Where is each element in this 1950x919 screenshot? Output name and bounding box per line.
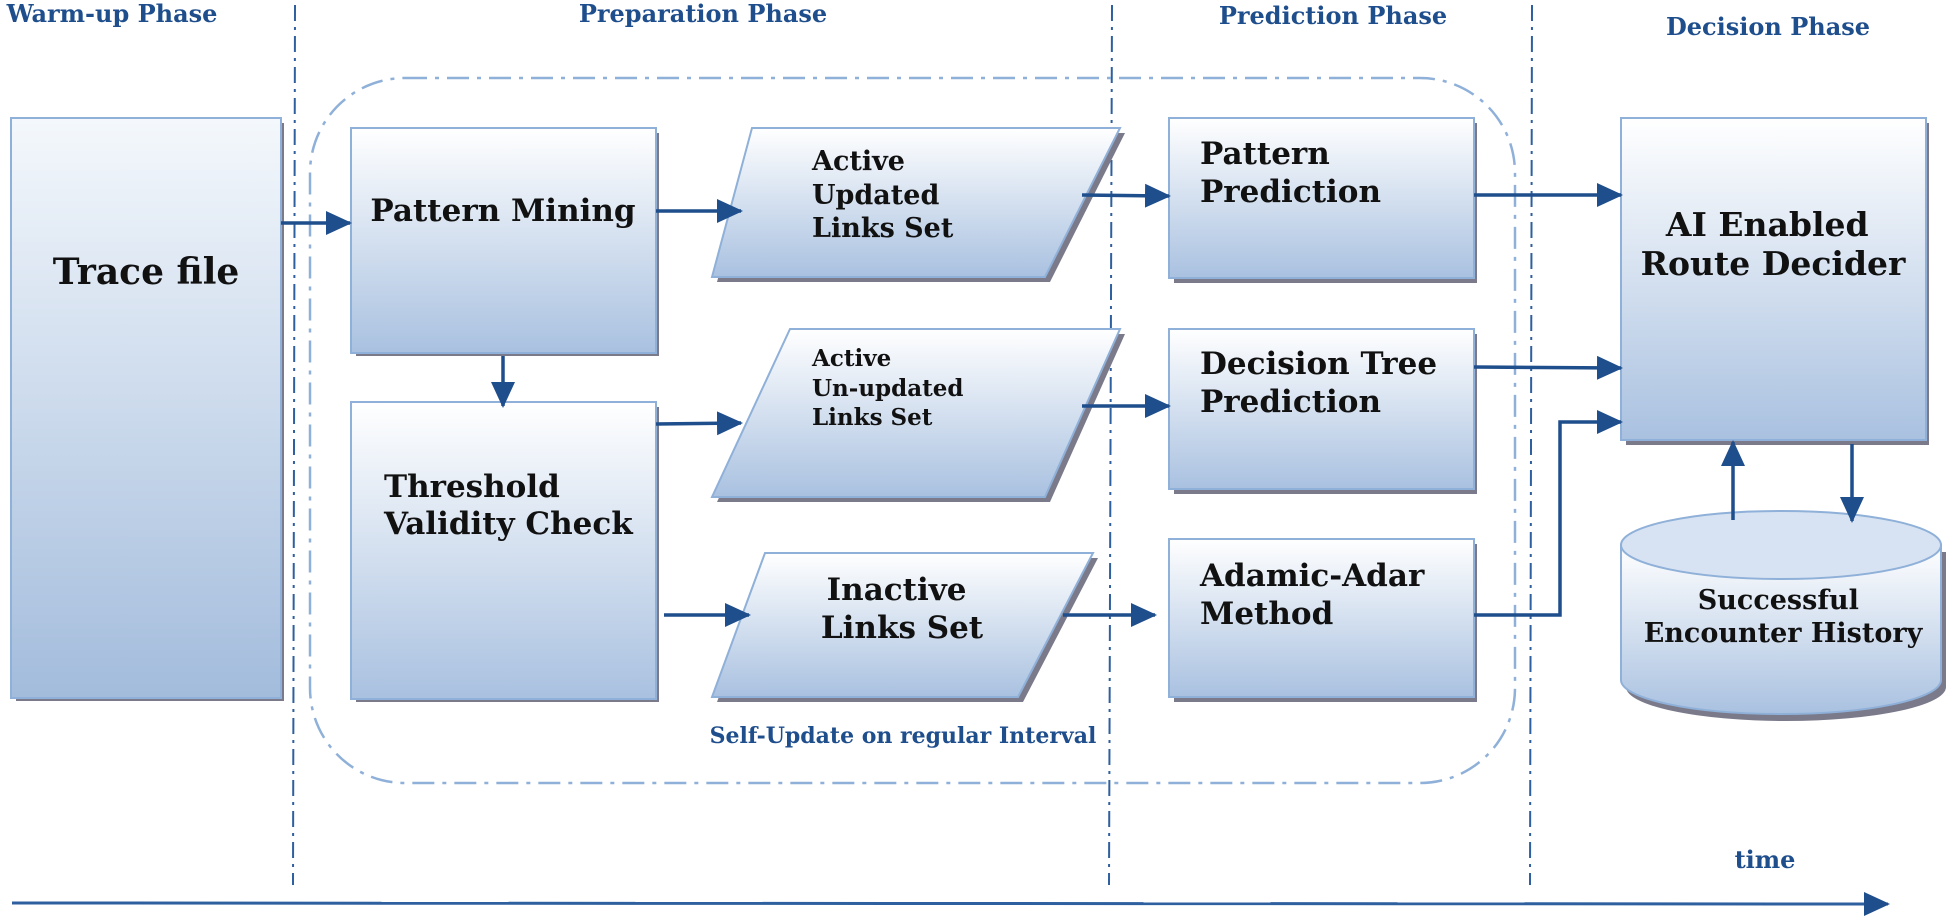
inactive-line-1: Inactive — [827, 572, 967, 608]
phase-title-preparation: Preparation Phase — [579, 0, 827, 28]
arrow-adamic-adar-to-ai — [1474, 410, 1623, 617]
active-unupdated-line-2: Un-updated — [812, 375, 963, 402]
adamic-adar-line-1: Adamic-Adar — [1199, 558, 1425, 594]
active-unupdated-links-label: Active Un-updated Links Set — [811, 345, 971, 431]
phase-title-prediction: Prediction Phase — [1219, 1, 1447, 30]
active-updated-line-2: Updated — [812, 180, 939, 211]
decision-tree-prediction-box: Decision Tree Prediction — [1168, 328, 1477, 494]
active-unupdated-line-1: Active — [811, 345, 891, 372]
threshold-line-2: Validity Check — [383, 506, 634, 542]
connector-arrows — [281, 183, 1864, 627]
pattern-mining-box: Pattern Mining — [350, 127, 659, 356]
ai-route-decider-line-1: AI Enabled — [1665, 205, 1869, 244]
arrow-decision-tree-to-ai — [1473, 355, 1623, 380]
active-updated-links-box: Active Updated Links Set — [710, 127, 1125, 282]
time-axis-arrow — [11, 891, 1890, 916]
pattern-prediction-line-2: Prediction — [1200, 174, 1381, 210]
decision-tree-line-1: Decision Tree — [1200, 346, 1437, 382]
adamic-adar-method-box: Adamic-Adar Method — [1168, 538, 1477, 702]
encounter-history-label: Successful Encounter History — [1644, 585, 1924, 649]
self-update-region — [308, 76, 1517, 785]
inactive-links-label: Inactive Links Set — [821, 572, 984, 646]
threshold-validity-label: Threshold Validity Check — [383, 469, 634, 542]
pattern-mining-label: Pattern Mining — [370, 193, 635, 229]
inactive-links-box: Inactive Links Set — [710, 552, 1098, 702]
time-label: time — [1735, 845, 1796, 874]
active-unupdated-line-3: Links Set — [812, 404, 933, 431]
decision-tree-prediction-label: Decision Tree Prediction — [1200, 346, 1448, 420]
trace-file-box: Trace file — [10, 117, 284, 701]
trace-file-label: Trace file — [53, 251, 240, 293]
active-updated-links-label: Active Updated Links Set — [811, 146, 954, 244]
active-updated-line-1: Active — [811, 146, 905, 177]
self-update-label: Self-Update on regular Interval — [710, 723, 1097, 749]
adamic-adar-line-2: Method — [1200, 596, 1333, 632]
arrow-active-updated-to-pattern-prediction — [1081, 183, 1171, 208]
threshold-line-1: Threshold — [384, 469, 560, 505]
ai-route-decider-label: AI Enabled Route Decider — [1641, 205, 1906, 283]
threshold-validity-box: Threshold Validity Check — [350, 401, 659, 702]
pattern-prediction-label: Pattern Prediction — [1200, 136, 1381, 210]
phase-title-warmup: Warm-up Phase — [6, 0, 218, 28]
pattern-prediction-box: Pattern Prediction — [1168, 117, 1477, 283]
encounter-history-database: Successful Encounter History — [1620, 510, 1946, 721]
encounter-history-line-2: Encounter History — [1644, 618, 1924, 649]
decision-tree-line-2: Prediction — [1200, 384, 1381, 420]
arrow-threshold-to-active-unupdated — [655, 411, 743, 436]
phase-title-decision: Decision Phase — [1666, 12, 1870, 41]
adamic-adar-label: Adamic-Adar Method — [1199, 558, 1435, 632]
ai-route-decider-line-2: Route Decider — [1641, 244, 1906, 283]
inactive-line-2: Links Set — [821, 610, 984, 646]
separator-warmup-preparation — [292, 4, 296, 886]
active-updated-line-3: Links Set — [812, 213, 954, 244]
ai-route-decider-box: AI Enabled Route Decider — [1620, 117, 1929, 445]
separator-prediction-decision — [1529, 4, 1533, 886]
encounter-history-line-1: Successful — [1698, 585, 1859, 616]
pattern-prediction-line-1: Pattern — [1200, 136, 1330, 172]
active-unupdated-links-box: Active Un-updated Links Set — [710, 328, 1125, 502]
